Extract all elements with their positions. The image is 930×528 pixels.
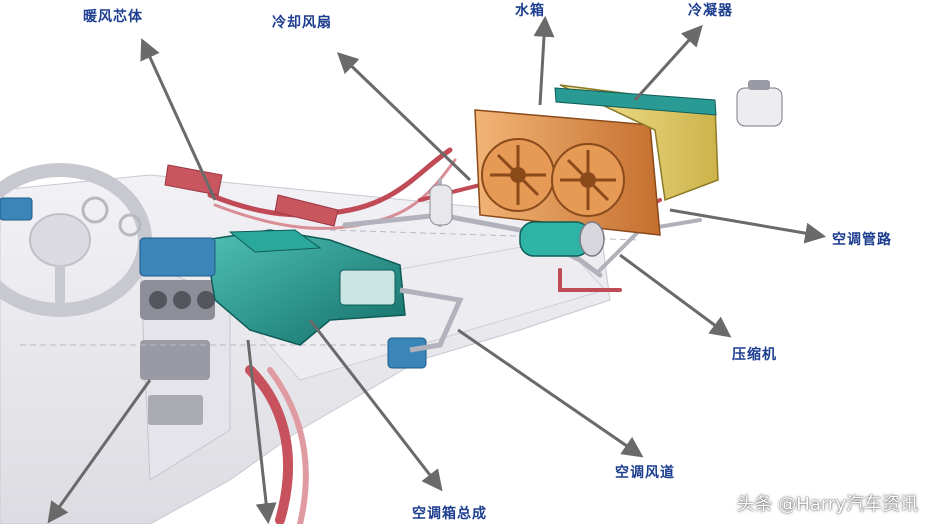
arrow-ac-assembly xyxy=(308,319,443,492)
leader-arrows xyxy=(47,15,827,525)
compressor xyxy=(519,221,605,257)
label-ac-duct: 空调风道 xyxy=(615,465,675,481)
label-radiator: 水箱 xyxy=(515,3,545,19)
condenser xyxy=(554,84,719,202)
arrow-cooling-fan xyxy=(336,52,472,182)
arrow-ac-duct xyxy=(457,328,644,458)
side-vent-left xyxy=(0,197,33,221)
label-compressor: 压缩机 xyxy=(732,347,777,363)
center-vent xyxy=(139,237,216,277)
arrow-compressor xyxy=(619,253,732,338)
label-ac-assembly: 空调箱总成 xyxy=(412,506,487,522)
arrow-condenser xyxy=(633,24,703,102)
arrow-radiator xyxy=(533,15,555,106)
arrow-heater-core xyxy=(140,38,217,201)
gauge xyxy=(81,196,109,224)
ac-box-assembly xyxy=(0,197,464,369)
side-vent-right xyxy=(387,337,427,369)
dash-outline xyxy=(20,229,641,346)
blower-housing xyxy=(339,269,396,306)
label-ac-pipe: 空调管路 xyxy=(832,232,892,248)
gauge xyxy=(118,213,142,237)
arrow-down-left xyxy=(47,379,152,524)
arrow-ac-pipe xyxy=(669,208,827,244)
arrow-down-center xyxy=(246,339,277,525)
radiator xyxy=(474,109,661,236)
label-condenser: 冷凝器 xyxy=(688,3,733,19)
coolant-reservoir xyxy=(736,80,783,127)
label-cooling-fan: 冷却风扇 xyxy=(272,15,332,31)
label-heater-core: 暖风芯体 xyxy=(83,9,143,25)
watermark: 头条 @Harry汽车资讯 xyxy=(736,494,918,515)
receiver-drier xyxy=(429,184,453,226)
